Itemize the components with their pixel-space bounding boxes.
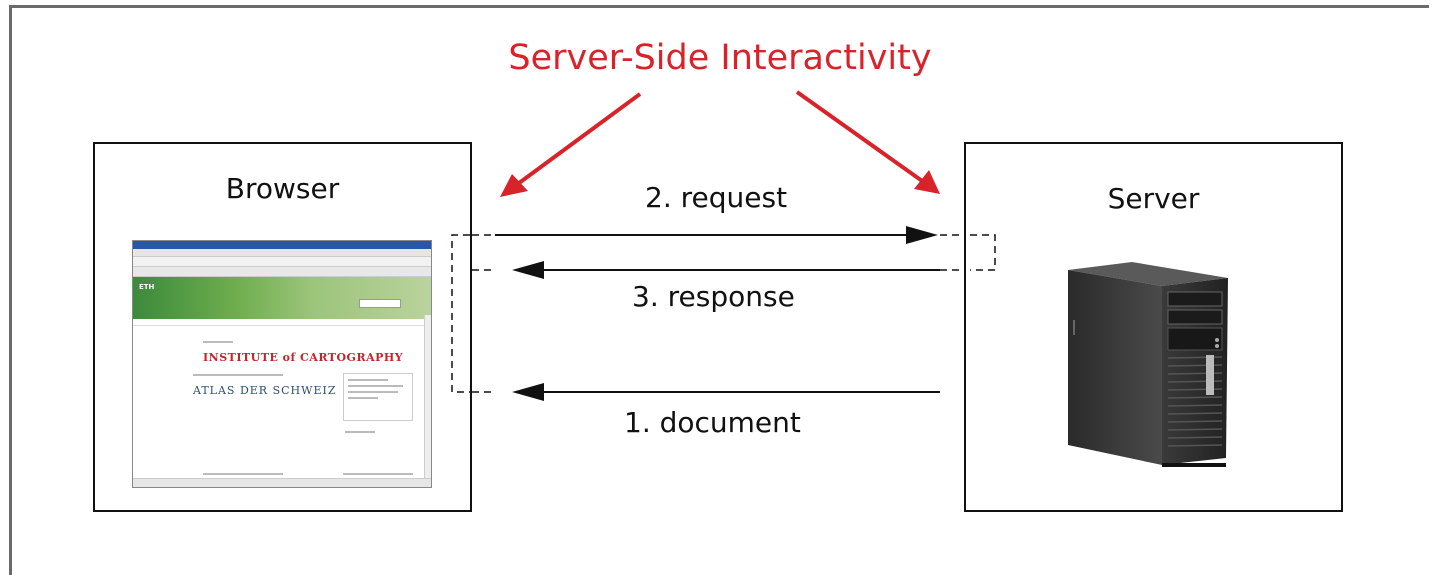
- screenshot-logo: ETH: [139, 283, 155, 291]
- server-label: Server: [1107, 182, 1200, 215]
- request-label: 2. request: [645, 181, 788, 214]
- screenshot-statusbar: [133, 478, 431, 487]
- screenshot-text-line: [203, 341, 233, 343]
- browser-screenshot: ETH INSTITUTE of CARTOGRAPHY ATLAS DER S…: [132, 240, 432, 488]
- screenshot-text-line: [345, 431, 375, 433]
- document-label: 1. document: [624, 406, 801, 439]
- dashed-bracket-browser: [451, 234, 470, 393]
- screenshot-toolbar: [133, 257, 431, 267]
- diagram-title: Server-Side Interactivity: [508, 38, 932, 78]
- screenshot-institute-logo: INSTITUTE of CARTOGRAPHY: [203, 351, 404, 364]
- screenshot-atlas-logo: ATLAS DER SCHWEIZ: [193, 384, 337, 397]
- screenshot-search: [359, 299, 401, 308]
- screenshot-footer-text: [203, 473, 283, 475]
- screenshot-scrollbar: [424, 315, 431, 479]
- screenshot-titlebar: [133, 241, 431, 249]
- dashed-bracket-server: [970, 234, 996, 271]
- screenshot-infobox: [343, 373, 413, 421]
- screenshot-banner: ETH: [133, 277, 431, 319]
- screenshot-menubar: [133, 249, 431, 257]
- browser-label: Browser: [225, 172, 340, 205]
- server-tower-icon: [1068, 262, 1228, 467]
- screenshot-footer-text: [343, 473, 413, 475]
- red-arrow-to-server: [795, 90, 940, 194]
- request-arrow: [495, 226, 938, 244]
- document-arrow: [512, 383, 940, 401]
- red-arrow-to-browser: [500, 92, 642, 197]
- outer-frame: [9, 5, 1429, 575]
- response-label: 3. response: [632, 280, 795, 313]
- response-arrow: [512, 261, 940, 279]
- screenshot-subnav: [133, 319, 431, 326]
- connection-arrows: [451, 90, 996, 401]
- screenshot-text-line: [193, 374, 283, 376]
- screenshot-tabbar: [133, 267, 431, 277]
